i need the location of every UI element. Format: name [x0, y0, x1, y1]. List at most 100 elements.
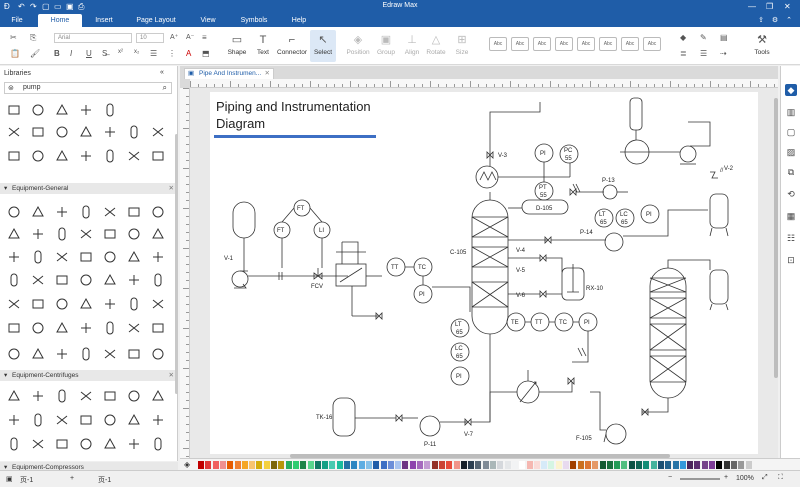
select-tool[interactable]: ↖Select [310, 30, 336, 62]
menu-symbols[interactable]: Symbols [240, 17, 268, 24]
page-tab[interactable]: 页-1 [98, 477, 112, 484]
group-tool[interactable]: ▣Group [373, 30, 399, 62]
menu-insert[interactable]: Insert [95, 17, 113, 24]
library-shape-item[interactable] [6, 249, 22, 265]
color-swatch[interactable] [322, 461, 329, 469]
library-shape-item[interactable] [30, 249, 46, 265]
numbering-icon[interactable]: ⋮ [168, 49, 176, 58]
italic-icon[interactable]: I [70, 49, 73, 58]
library-shape-item[interactable] [6, 272, 22, 288]
zoom-out-icon[interactable]: − [668, 474, 673, 481]
color-swatch[interactable] [738, 461, 745, 469]
page-panel-icon[interactable]: ▢ [786, 127, 796, 137]
canvas-horizontal-scrollbar[interactable] [290, 454, 670, 458]
library-shape-item[interactable] [54, 102, 70, 118]
library-shape-item[interactable] [30, 436, 46, 452]
library-shape-item[interactable] [30, 388, 46, 404]
library-shape-item[interactable] [102, 436, 118, 452]
cut-icon[interactable]: ✂ [10, 33, 17, 42]
search-icon[interactable]: ⌕ [162, 83, 167, 92]
color-swatch[interactable] [438, 461, 445, 469]
settings-icon[interactable]: ⚙ [771, 17, 779, 24]
color-swatch[interactable] [387, 461, 394, 469]
color-swatch[interactable] [409, 461, 416, 469]
color-swatch[interactable] [555, 461, 562, 469]
library-shape-item[interactable] [78, 296, 94, 312]
new-icon[interactable]: ▢ [42, 2, 50, 11]
menu-file[interactable]: File [11, 17, 23, 24]
line-color-icon[interactable]: ✎ [700, 33, 707, 42]
library-shape-item[interactable] [54, 148, 70, 164]
color-swatch[interactable] [314, 461, 321, 469]
library-shape-item[interactable] [102, 249, 118, 265]
page-view-icon[interactable]: ▣ [6, 476, 13, 483]
color-swatch[interactable] [460, 461, 467, 469]
pump-right[interactable] [679, 145, 697, 163]
underline-icon[interactable]: U [86, 49, 92, 58]
library-shape-item[interactable] [126, 320, 142, 336]
color-swatch[interactable] [643, 461, 650, 469]
color-swatch[interactable] [256, 461, 263, 469]
bold-icon[interactable]: B [54, 49, 60, 58]
library-shape-item[interactable] [54, 204, 70, 220]
pump-p11[interactable] [419, 415, 441, 437]
library-shape-item[interactable] [78, 226, 94, 242]
library-shape-item[interactable] [6, 296, 22, 312]
library-shape-item[interactable] [78, 124, 94, 140]
pump-f105[interactable] [605, 423, 627, 445]
library-shape-item[interactable] [54, 320, 70, 336]
color-swatch[interactable] [453, 461, 460, 469]
library-shape-item[interactable] [150, 346, 166, 362]
library-shape-item[interactable] [54, 346, 70, 362]
pump-p14[interactable] [604, 232, 624, 252]
color-swatch[interactable] [271, 461, 277, 469]
color-swatch[interactable] [329, 461, 336, 469]
valve-f105[interactable] [641, 408, 649, 416]
color-swatch[interactable] [380, 461, 387, 469]
library-shape-item[interactable] [54, 124, 70, 140]
line-weight-icon[interactable]: ☰ [700, 49, 708, 58]
color-swatch[interactable] [709, 461, 715, 469]
color-swatch[interactable] [592, 461, 599, 469]
fit-page-icon[interactable]: ⤢ [762, 474, 768, 481]
color-swatch[interactable] [672, 461, 679, 469]
redo-icon[interactable]: ↷ [30, 2, 37, 11]
fullscreen-icon[interactable]: ⛶ [778, 474, 783, 481]
library-shape-item[interactable] [126, 296, 142, 312]
style-preset-1[interactable]: Abc [489, 37, 507, 51]
library-search-input[interactable]: pump [23, 84, 41, 91]
style-preset-5[interactable]: Abc [577, 37, 595, 51]
zoom-in-icon[interactable]: + [724, 474, 729, 481]
color-swatch[interactable] [614, 461, 621, 469]
section-equipment-compressors[interactable]: Equipment-Compressors [0, 462, 178, 473]
menu-page-layout[interactable]: Page Layout [136, 17, 176, 24]
library-shape-item[interactable] [30, 320, 46, 336]
color-swatch[interactable] [373, 461, 380, 469]
library-shape-item[interactable] [30, 346, 46, 362]
library-shape-item[interactable] [78, 320, 94, 336]
library-shape-item[interactable] [30, 272, 46, 288]
font-name-select[interactable]: Arial [54, 33, 132, 43]
library-shape-item[interactable] [54, 436, 70, 452]
library-shape-item[interactable] [102, 320, 118, 336]
library-shape-item[interactable] [6, 436, 22, 452]
color-swatch[interactable] [497, 461, 504, 469]
color-swatch[interactable] [511, 461, 518, 469]
color-swatch[interactable] [417, 461, 423, 469]
menu-view[interactable]: View [200, 17, 216, 24]
library-shape-item[interactable] [30, 102, 46, 118]
library-shape-item[interactable] [54, 226, 70, 242]
color-swatch[interactable] [358, 461, 365, 469]
library-shape-item[interactable] [150, 124, 166, 140]
shrink-font-icon[interactable]: A⁻ [186, 34, 195, 41]
color-swatch[interactable] [570, 461, 577, 469]
style-preset-3[interactable]: Abc [533, 37, 551, 51]
library-shape-item[interactable] [30, 296, 46, 312]
valve-v4[interactable] [544, 236, 552, 244]
library-shape-item[interactable] [150, 388, 166, 404]
color-swatch[interactable] [541, 461, 548, 469]
color-swatch[interactable] [533, 461, 540, 469]
drum-d105[interactable] [521, 199, 569, 215]
format-panel-icon[interactable]: ▥ [786, 107, 796, 117]
color-swatch[interactable] [241, 461, 248, 469]
